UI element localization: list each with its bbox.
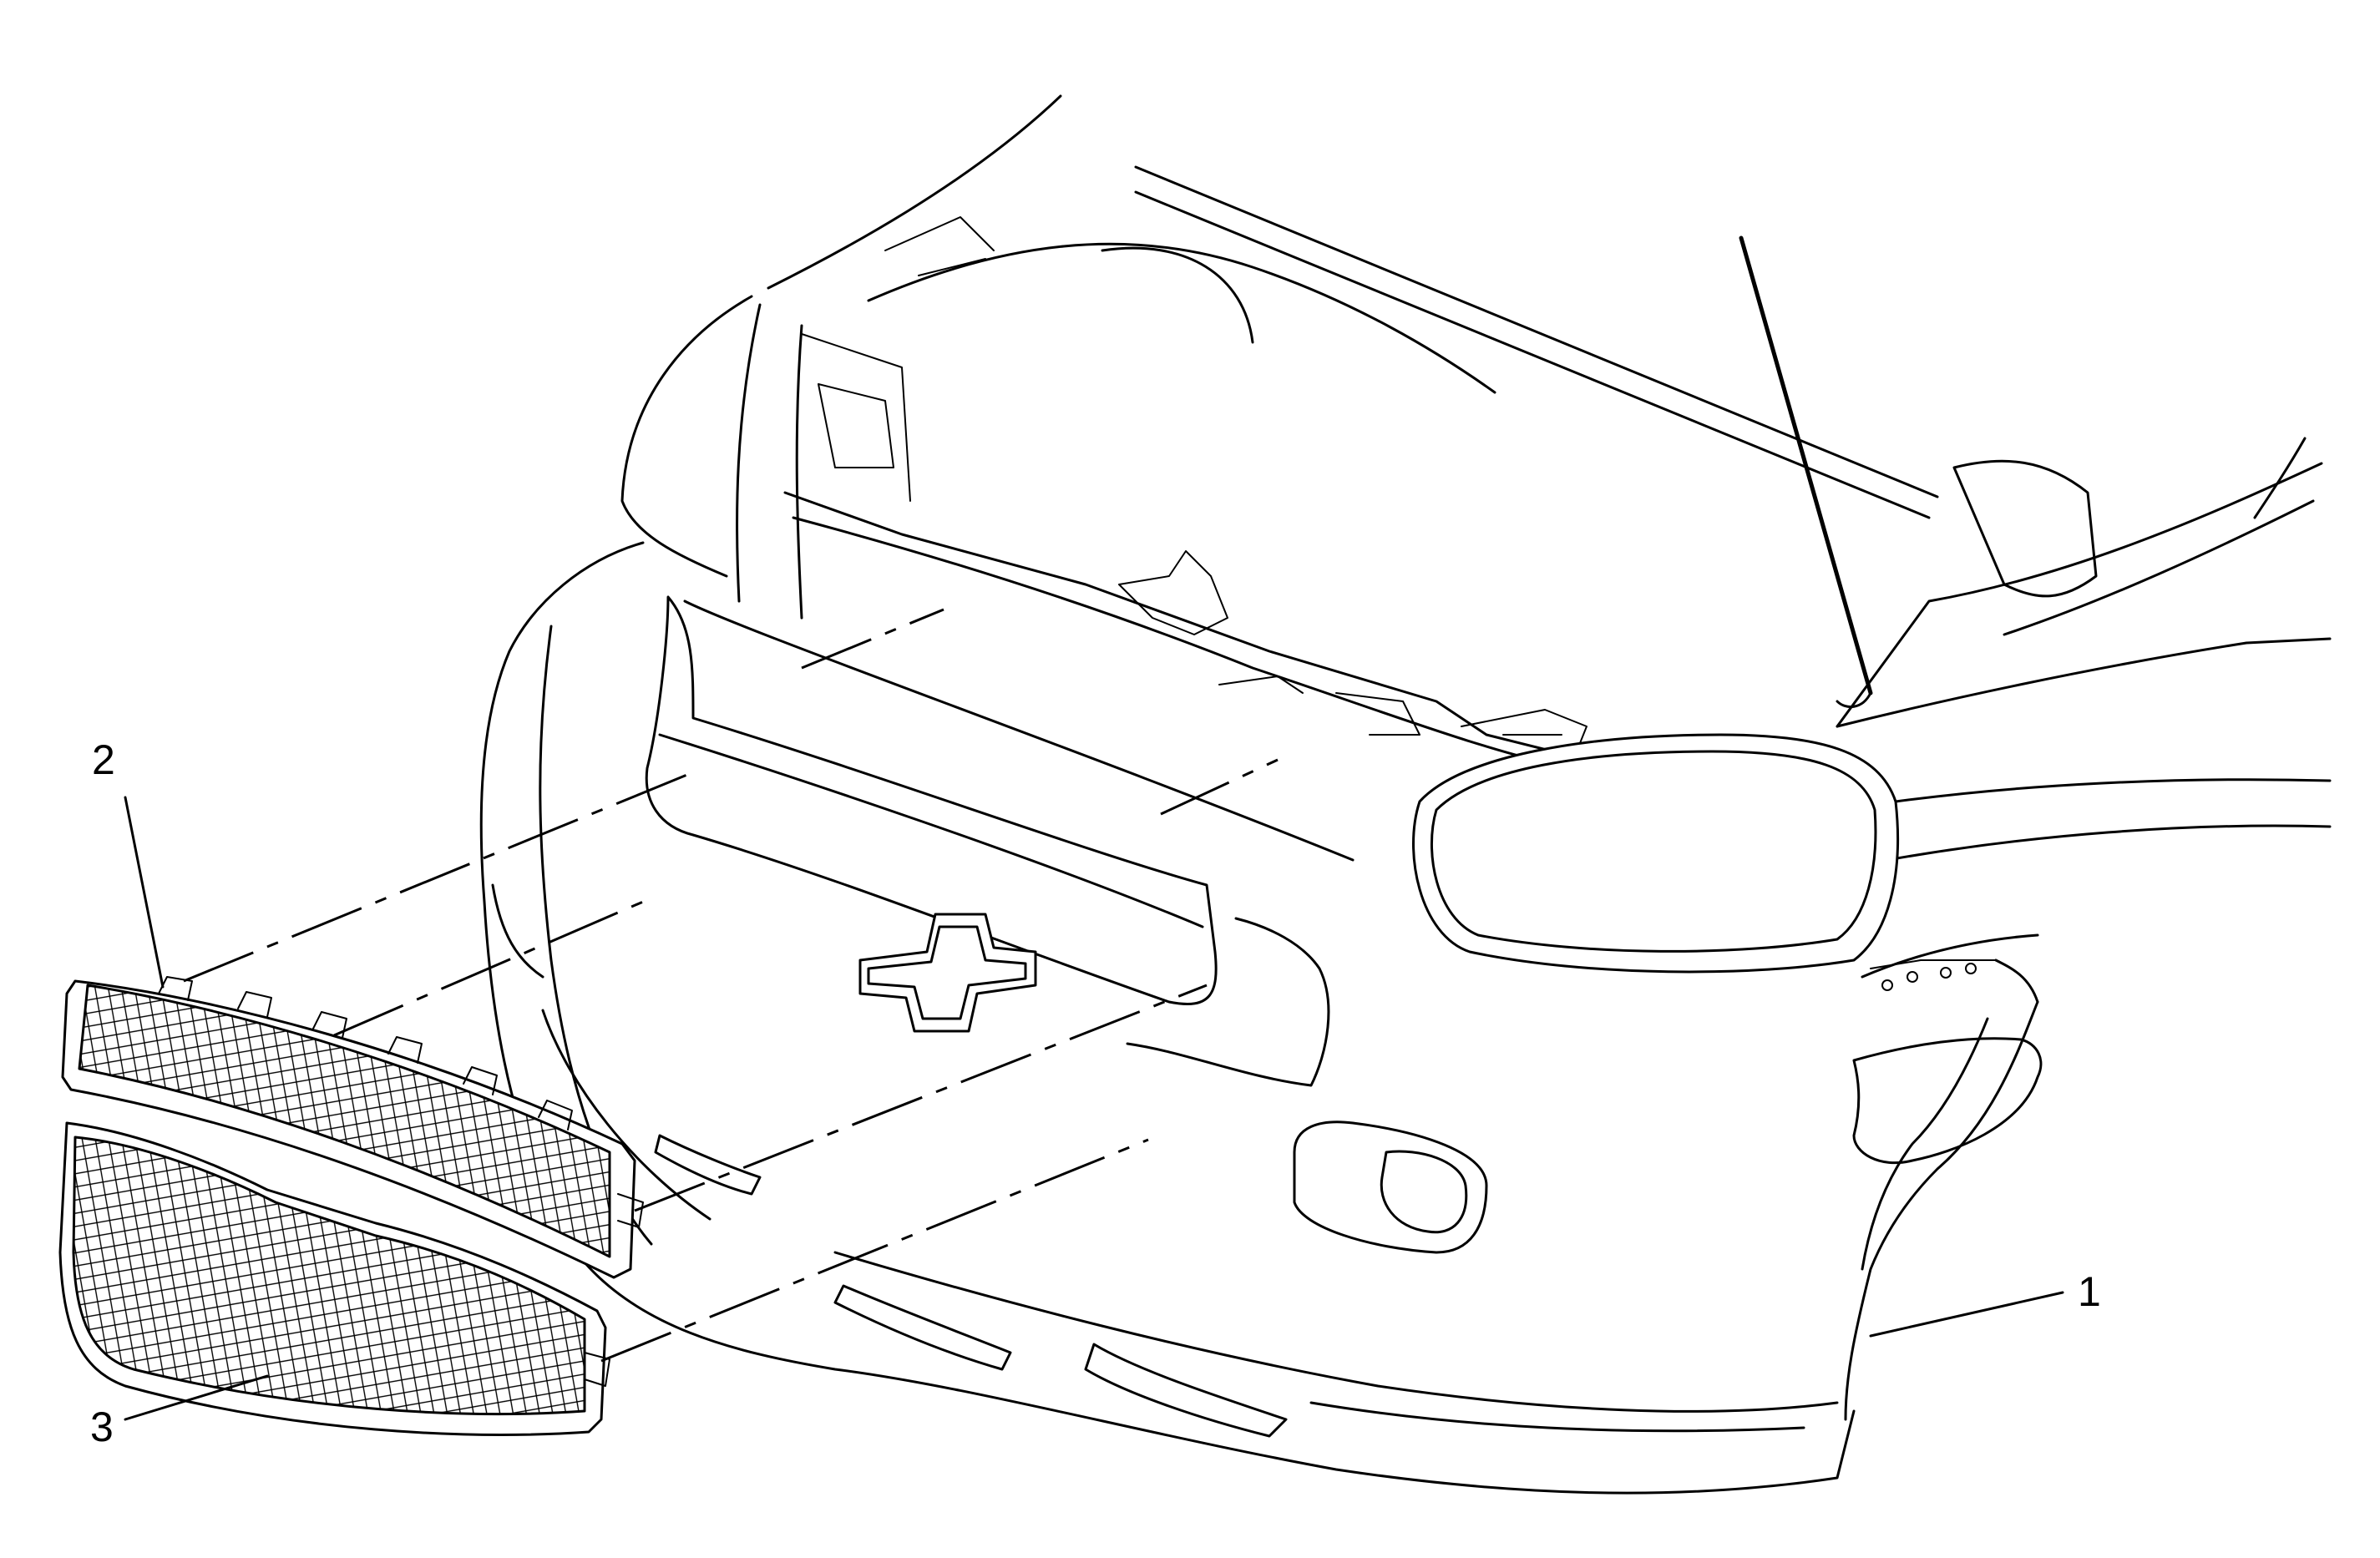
callout-3-label: 3	[90, 1404, 114, 1450]
vehicle-front-end	[479, 94, 2332, 1495]
callout-3: 3	[90, 1374, 269, 1450]
callout-2-label: 2	[92, 736, 115, 783]
callout-2: 2	[92, 736, 165, 989]
callout-1-label: 1	[2078, 1268, 2101, 1315]
callout-1: 1	[1869, 1268, 2101, 1338]
bowtie-emblem-icon	[858, 913, 1037, 1033]
alignment-lines	[183, 608, 1279, 1363]
